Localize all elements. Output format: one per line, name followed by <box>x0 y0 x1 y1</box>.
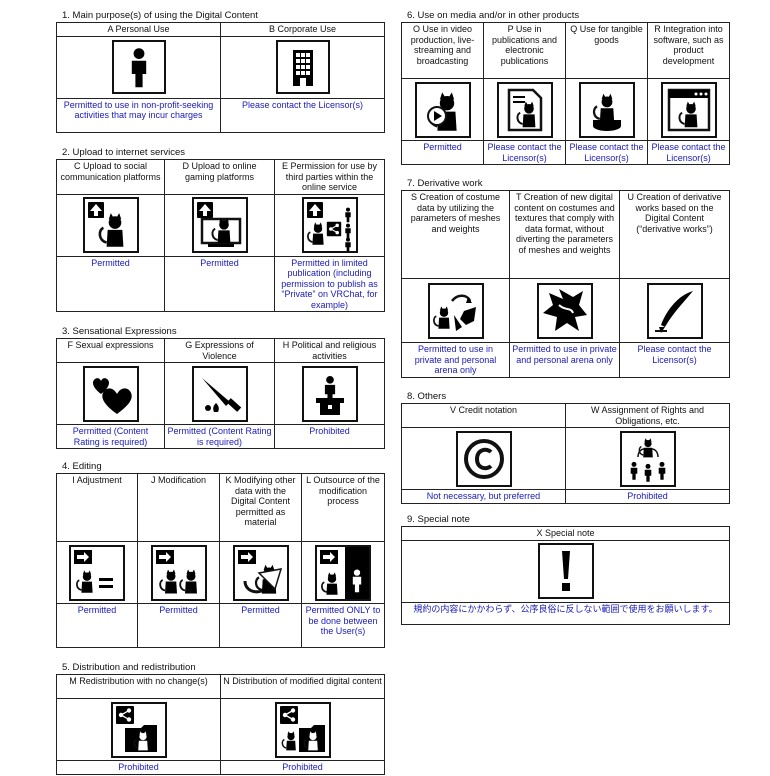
redistribution-label: M Redistribution with no change(s) <box>56 674 221 699</box>
upload-table: C Upload to social communication platfor… <box>56 159 385 312</box>
tangible-goods-label: Q Use for tangible goods <box>565 22 648 79</box>
hearts-icon <box>82 365 139 422</box>
software-integration-label: R Integration into software, such as pro… <box>647 22 730 79</box>
editing-table: I Adjustment J Modification K Modifying … <box>56 473 385 648</box>
section-media-use: 6. Use on media and/or in other products… <box>401 10 730 165</box>
gaming-upload-icon <box>191 197 248 253</box>
section-derivative: 7. Derivative work S Creation of costume… <box>401 178 730 378</box>
share-modified-folder-icon <box>274 701 331 758</box>
section-title: 5. Distribution and redistribution <box>62 662 196 673</box>
costume-recycle-icon <box>427 282 484 339</box>
distribution-table: M Redistribution with no change(s) N Dis… <box>56 674 385 775</box>
outsource-label: L Outsource of the modification process <box>301 473 385 542</box>
violence-expr-permission: Permitted (Content Rating is required) <box>164 424 275 449</box>
derivative-works-label: U Creation of derivative works based on … <box>619 190 730 279</box>
material-use-icon <box>232 544 289 601</box>
adjustment-icon <box>69 544 125 601</box>
section-distribution: 5. Distribution and redistribution M Red… <box>56 662 385 775</box>
modified-distribution-label: N Distribution of modified digital conte… <box>220 674 385 699</box>
publication-icon <box>496 81 553 138</box>
assignment-rights-permission: Prohibited <box>565 489 730 504</box>
credit-notation-label: V Credit notation <box>401 403 566 428</box>
section-title: 8. Others <box>407 391 447 402</box>
copyright-icon <box>455 430 512 487</box>
gaming-upload-label: D Upload to online gaming platforms <box>164 159 275 195</box>
corporate-use-label: B Corporate Use <box>220 22 385 37</box>
personal-use-label: A Personal Use <box>56 22 221 37</box>
section-title: 7. Derivative work <box>407 178 483 189</box>
media-use-table: O Use in video production, live-streamin… <box>401 22 730 165</box>
section-title: 1. Main purpose(s) of using the Digital … <box>62 10 258 21</box>
outsource-permission: Permitted ONLY to be done between the Us… <box>301 603 385 648</box>
sensational-table: F Sexual expressions G Expressions of Vi… <box>56 338 385 449</box>
political-permission: Prohibited <box>274 424 385 449</box>
third-party-permission: Permitted in limited publication (includ… <box>274 255 385 312</box>
video-production-permission: Permitted <box>401 140 484 165</box>
section-others: 8. Others V Credit notation W Assignment… <box>401 391 730 504</box>
figure-goods-icon <box>578 81 635 138</box>
publications-permission: Please contact the Licensor(s) <box>483 140 566 165</box>
quill-pen-icon <box>646 282 703 339</box>
adjustment-permission: Permitted <box>56 603 138 648</box>
section-editing: 4. Editing I Adjustment J Modification K… <box>56 461 385 648</box>
new-content-label: T Creation of new digital content on cos… <box>509 190 620 279</box>
section-title: 2. Upload to internet services <box>62 147 186 158</box>
modify-other-label: K Modifying other data with the Digital … <box>219 473 302 542</box>
political-label: H Political and religious activities <box>274 338 385 363</box>
derivative-table: S Creation of costume data by utilizing … <box>401 190 730 378</box>
social-upload-label: C Upload to social communication platfor… <box>56 159 165 195</box>
corporate-use-permission: Please contact the Licensor(s) <box>220 97 385 133</box>
social-upload-permission: Permitted <box>56 255 165 312</box>
modification-label: J Modification <box>137 473 220 542</box>
social-upload-icon <box>82 197 139 253</box>
main-purpose-table: A Personal Use B Corporate Use Permitted… <box>56 22 385 133</box>
section-sensational: 3. Sensational Expressions F Sexual expr… <box>56 326 385 449</box>
redistribution-permission: Prohibited <box>56 760 221 775</box>
credit-notation-permission: Not necessary, but preferred <box>401 489 566 504</box>
section-title: 3. Sensational Expressions <box>62 326 177 337</box>
section-title: 4. Editing <box>62 461 102 472</box>
adjustment-label: I Adjustment <box>56 473 138 542</box>
derivative-works-permission: Please contact the Licensor(s) <box>619 342 730 378</box>
sexual-expr-label: F Sexual expressions <box>56 338 165 363</box>
person-icon <box>111 40 166 94</box>
section-title: 9. Special note <box>407 514 470 525</box>
new-content-permission: Permitted to use in private and personal… <box>509 342 620 378</box>
section-title: 6. Use on media and/or in other products <box>407 10 580 21</box>
share-folder-icon <box>110 701 167 758</box>
exclamation-icon <box>537 543 594 599</box>
personal-use-permission: Permitted to use in non-profit-seeking a… <box>56 97 221 133</box>
software-integration-permission: Please contact the Licensor(s) <box>647 140 730 165</box>
video-play-icon <box>414 81 471 138</box>
costume-data-permission: Permitted to use in private and personal… <box>401 342 510 378</box>
assignment-rights-label: W Assignment of Rights and Obligations, … <box>565 403 730 428</box>
rights-transfer-icon <box>619 430 676 487</box>
tangible-goods-permission: Please contact the Licensor(s) <box>565 140 648 165</box>
modification-icon <box>150 544 207 601</box>
sexual-expr-permission: Permitted (Content Rating is required) <box>56 424 165 449</box>
violence-expr-label: G Expressions of Violence <box>164 338 275 363</box>
third-party-share-icon <box>301 197 358 253</box>
building-icon <box>275 40 330 94</box>
special-note-table: X Special note 規約の内容にかかわらず、公序良俗に反しない範囲で使… <box>401 526 730 625</box>
video-production-label: O Use in video production, live-streamin… <box>401 22 484 79</box>
modified-distribution-permission: Prohibited <box>220 760 385 775</box>
section-upload: 2. Upload to internet services C Upload … <box>56 147 385 312</box>
gaming-upload-permission: Permitted <box>164 255 275 312</box>
third-party-label: E Permission for use by third parties wi… <box>274 159 385 195</box>
costume-data-label: S Creation of costume data by utilizing … <box>401 190 510 279</box>
fabric-texture-icon <box>536 282 593 339</box>
knife-icon <box>191 365 248 422</box>
special-note-label: X Special note <box>401 526 730 541</box>
modification-permission: Permitted <box>137 603 220 648</box>
others-table: V Credit notation W Assignment of Rights… <box>401 403 730 504</box>
special-note-text: 規約の内容にかかわらず、公序良俗に反しない範囲で使用をお願いします。 <box>401 601 730 625</box>
outsource-icon <box>315 544 371 601</box>
podium-speaker-icon <box>301 365 358 422</box>
modify-other-permission: Permitted <box>219 603 302 648</box>
publications-label: P Use in publications and electronic pub… <box>483 22 566 79</box>
section-main-purpose: 1. Main purpose(s) of using the Digital … <box>56 10 385 133</box>
section-special-note: 9. Special note X Special note 規約の内容にかかわ… <box>401 514 730 625</box>
software-window-icon <box>660 81 717 138</box>
